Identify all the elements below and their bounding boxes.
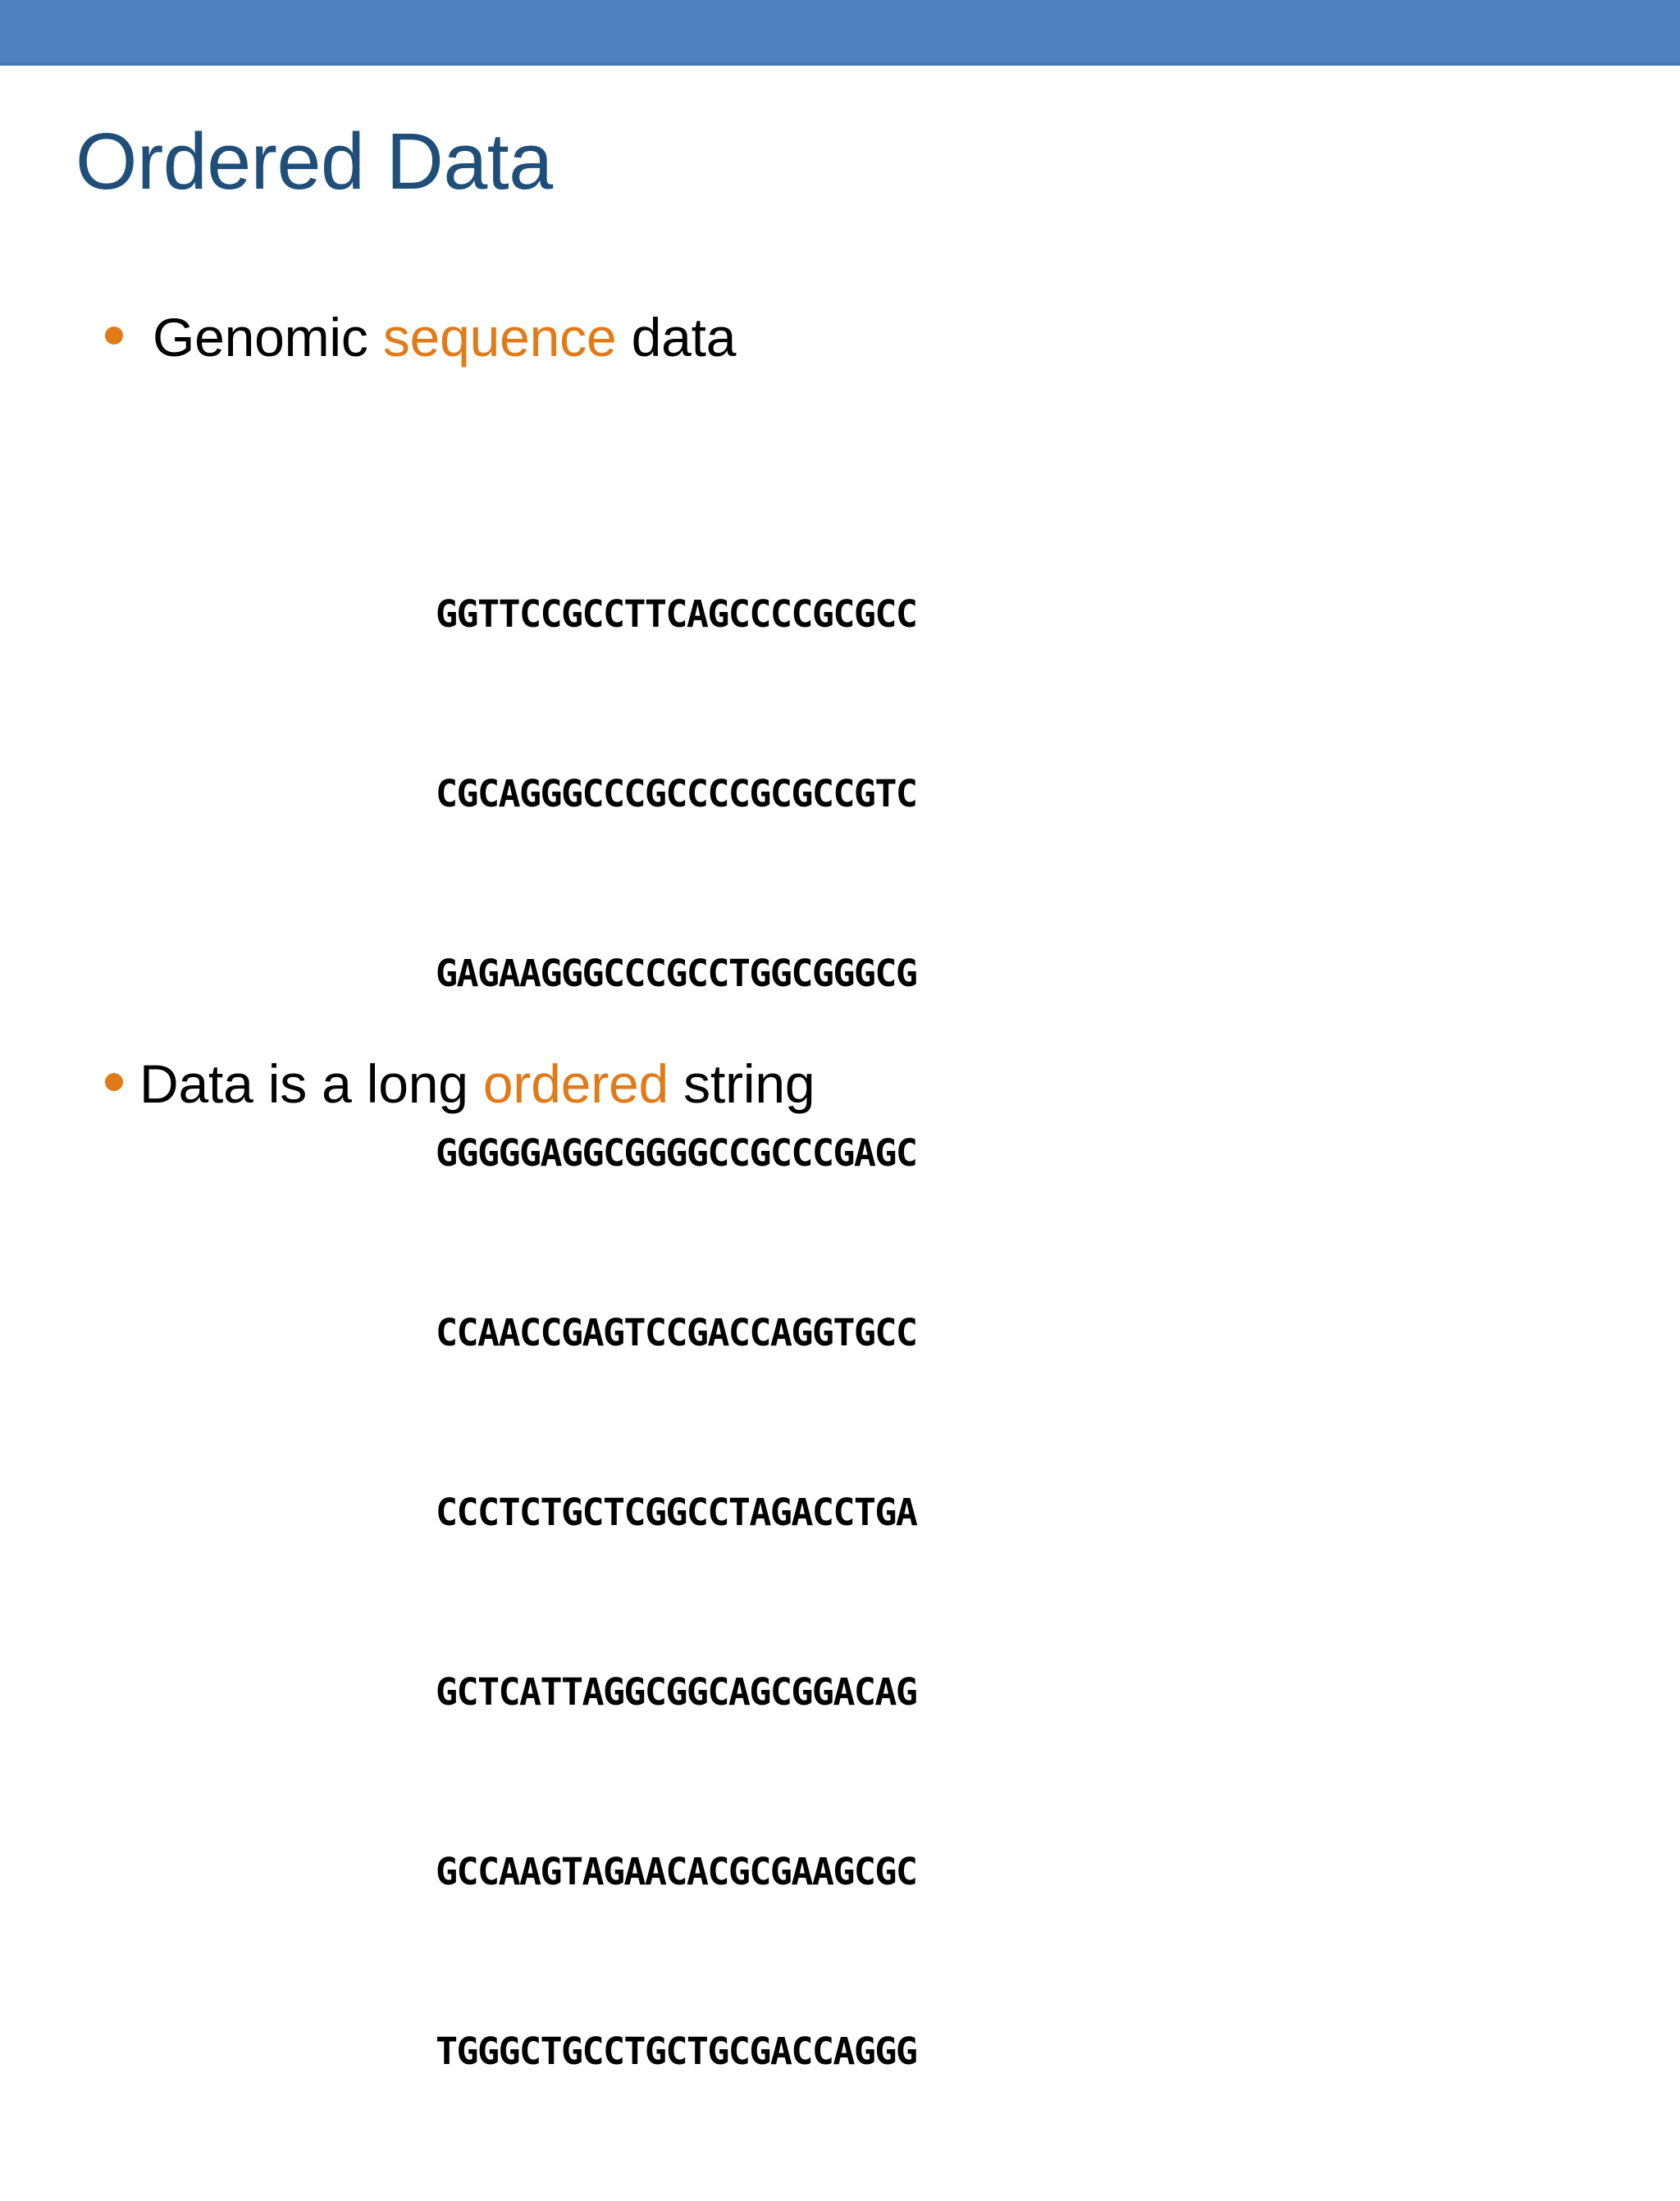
bullet-text-highlight: ordered [482, 1053, 669, 1114]
sequence-line: GGTTCCGCCTTCAGCCCCGCGCC [436, 592, 918, 636]
bullet-text-highlight: sequence [382, 307, 617, 368]
slide: Ordered Data Genomic sequence data GGTTC… [0, 0, 1680, 2073]
bullet-item-data-is-a-long-ordered-string: Data is a long ordered string [105, 1057, 815, 1111]
page-title: Ordered Data [75, 116, 553, 206]
sequence-line: CCCTCTGCTCGGCCTAGACCTGA [436, 1491, 918, 1534]
header-accent-bar-underline [0, 62, 1680, 66]
bullet-dot-icon [105, 1073, 123, 1091]
header-accent-bar [0, 0, 1680, 62]
sequence-line: TGGGCTGCCTGCTGCGACCAGGG [436, 2030, 918, 2073]
sequence-line: CCAACCGAGTCCGACCAGGTGCC [436, 1311, 918, 1354]
genomic-sequence-block: GGTTCCGCCTTCAGCCCCGCGCC CGCAGGGCCCGCCCCG… [436, 464, 918, 2201]
bullet-text-segment: string [669, 1053, 815, 1114]
sequence-line: CGCAGGGCCCGCCCCGCGCCGTC [436, 772, 918, 815]
bullet-dot-icon [105, 326, 123, 345]
bullet-text-segment: data [616, 307, 737, 368]
bullet-text-segment: Data is a long [139, 1053, 483, 1114]
sequence-line: GCTCATTAGGCGGCAGCGGACAG [436, 1670, 918, 1714]
bullet-text-segment: Genomic [153, 307, 383, 368]
sequence-line: GAGAAGGGCCCGCCTGGCGGGCG [436, 952, 918, 995]
bullet-text-data-is-a-long-ordered-string: Data is a long ordered string [139, 1057, 815, 1111]
bullet-text-genomic-sequence-data: Genomic sequence data [153, 310, 736, 364]
bullet-item-genomic-sequence-data: Genomic sequence data [105, 310, 736, 364]
sequence-line: GCCAAGTAGAACACGCGAAGCGC [436, 1850, 918, 1893]
sequence-line: GGGGGAGGCGGGGCCGCCCGAGC [436, 1131, 918, 1175]
